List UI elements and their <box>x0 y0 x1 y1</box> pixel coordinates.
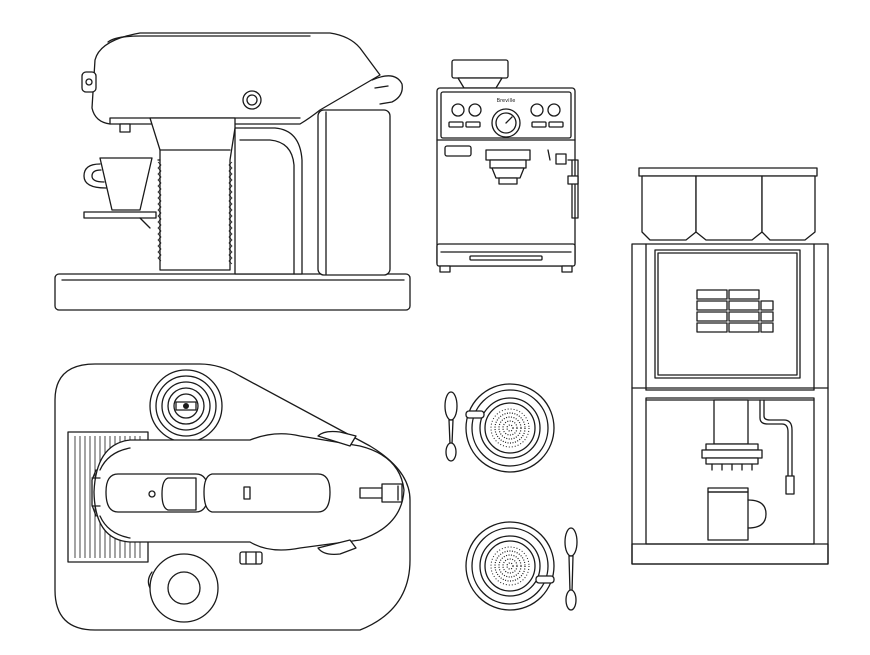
espresso-machine-front-icon: Breville <box>436 59 579 273</box>
capsule-coffee-machine-top-icon <box>54 363 411 631</box>
brand-logo-text: Breville <box>497 98 516 104</box>
bean-to-cup-machine-front-icon <box>631 167 829 565</box>
coffee-cup-top-icon <box>465 521 578 611</box>
coffee-cup-top-icon <box>444 383 555 473</box>
capsule-coffee-machine-side-icon <box>54 32 411 311</box>
